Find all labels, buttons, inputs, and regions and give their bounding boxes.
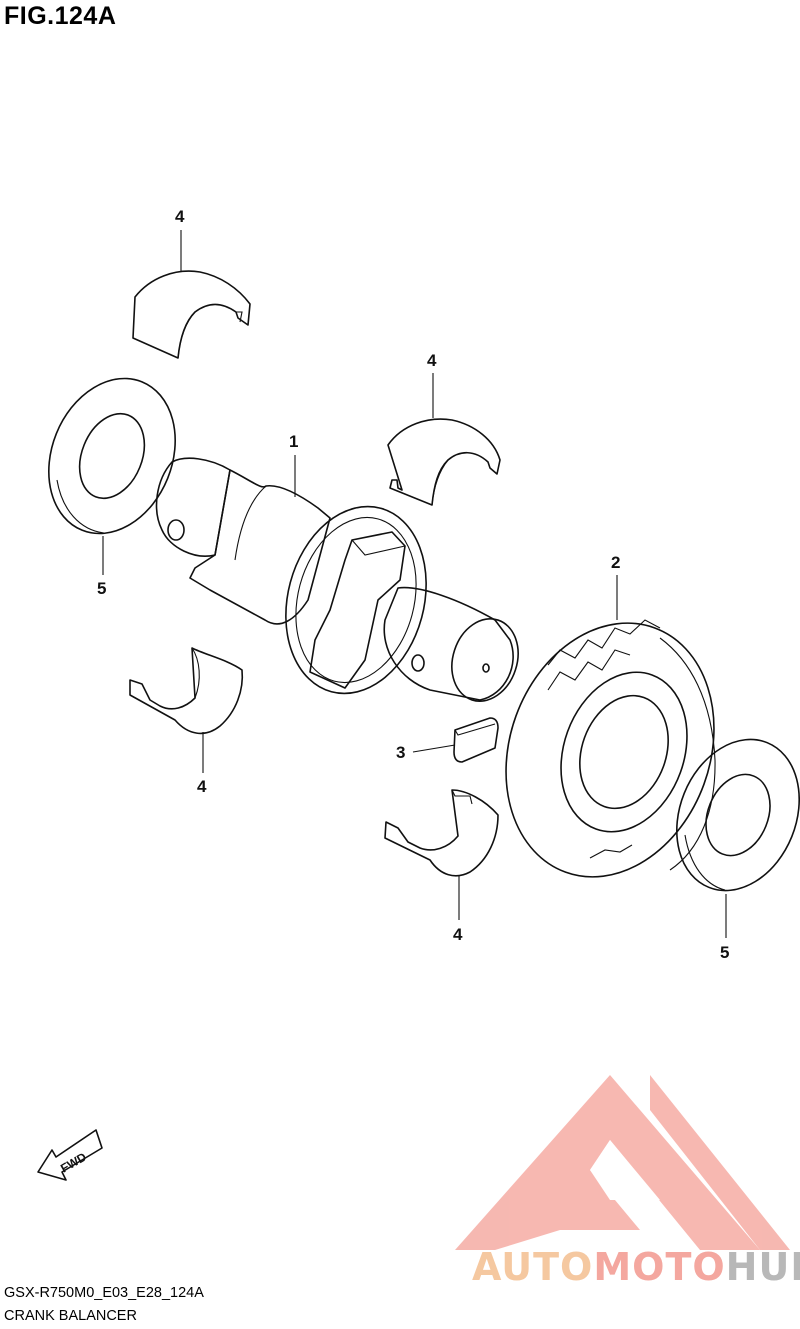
watermark-wordmark: AUTOMOTOHUB xyxy=(472,1245,800,1289)
watermark-auto: AUTO xyxy=(472,1245,594,1289)
callout-4-bottom-right: 4 xyxy=(453,925,463,944)
bearing-shell-upper-right xyxy=(387,418,501,506)
figure-title: FIG.124A xyxy=(4,2,117,30)
callout-3: 3 xyxy=(396,743,405,762)
diagram-code: GSX-R750M0_E03_E28_124A xyxy=(4,1285,204,1301)
balancer-shaft xyxy=(155,457,519,702)
leader-lines xyxy=(102,230,727,938)
callout-5-right: 5 xyxy=(720,943,729,962)
callout-4-top-right: 4 xyxy=(427,351,437,370)
diagram-name: CRANK BALANCER xyxy=(4,1308,137,1324)
woodruff-key xyxy=(453,717,499,763)
thrust-washer-left xyxy=(48,377,176,535)
watermark-moto: MOTO xyxy=(593,1245,726,1289)
callout-4-bottom-left: 4 xyxy=(197,777,207,796)
balancer-driven-gear xyxy=(505,619,716,878)
callout-4-top-left: 4 xyxy=(175,207,185,226)
forward-direction-arrow: FWD xyxy=(37,1129,103,1181)
bearing-shell-lower-left xyxy=(129,647,244,735)
callout-2: 2 xyxy=(611,553,620,572)
callout-labels: 4 4 1 2 5 3 4 4 5 xyxy=(97,207,729,962)
callout-5-left: 5 xyxy=(97,579,106,598)
thrust-washer-right xyxy=(675,738,800,892)
watermark-hub: HUB xyxy=(725,1245,800,1289)
bearing-shell-upper-left xyxy=(132,270,251,359)
bearing-shell-lower-right xyxy=(384,789,499,877)
callout-1: 1 xyxy=(289,432,298,451)
watermark-logo-mark xyxy=(455,1075,790,1250)
fwd-label: FWD xyxy=(58,1150,89,1176)
